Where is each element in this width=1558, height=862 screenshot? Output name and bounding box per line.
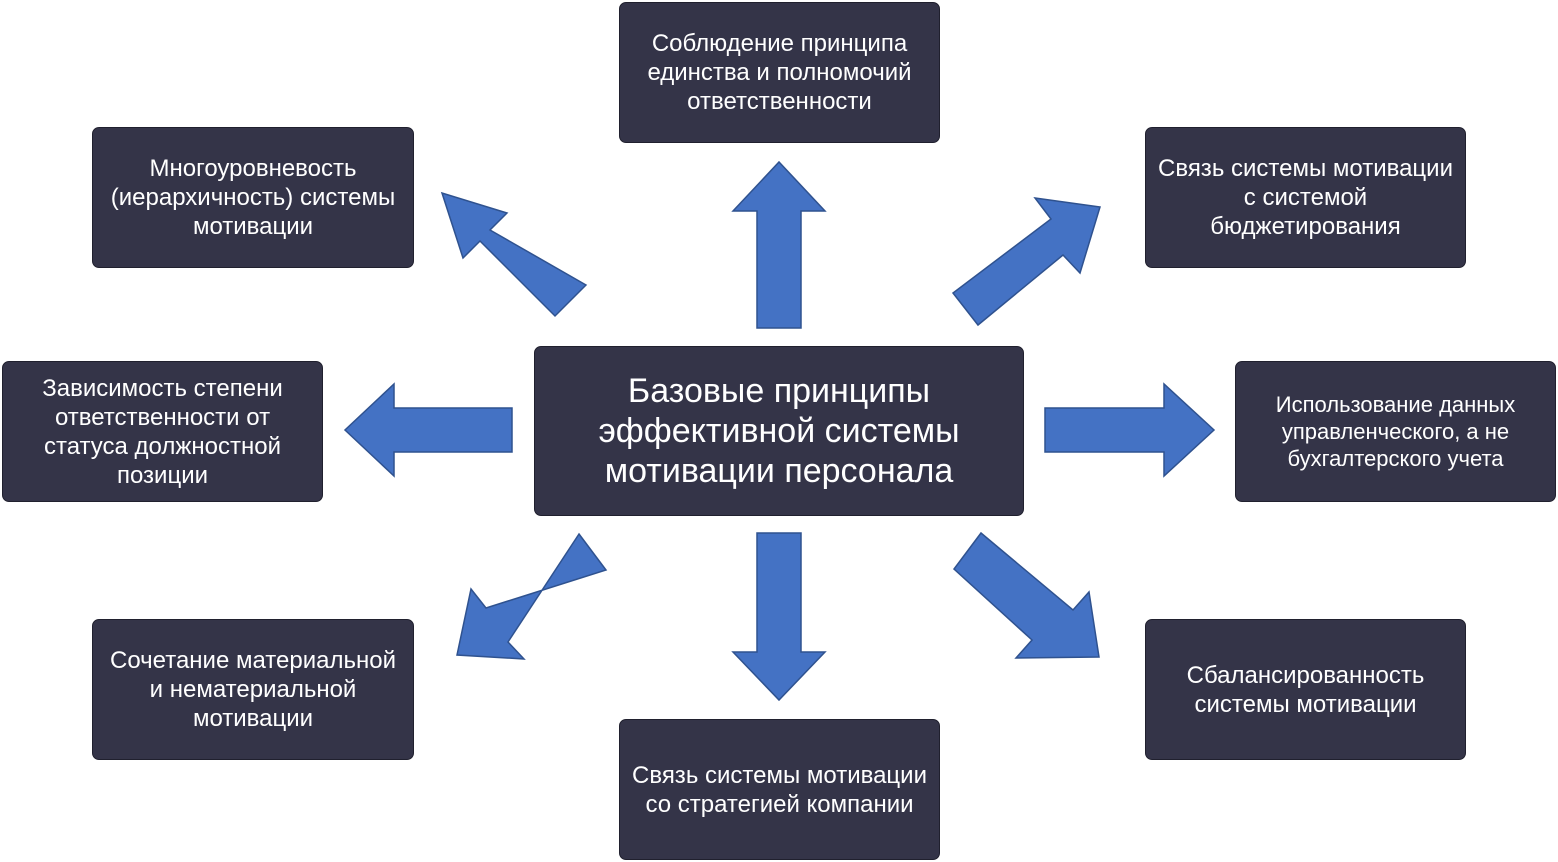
arrow-right: [1044, 382, 1216, 478]
principle-text-bottom: Связь системы мотивации со стратегией ко…: [632, 761, 927, 818]
arrow-left: [343, 382, 513, 478]
central-concept-text: Базовые принципы эффективной системы мот…: [598, 372, 960, 490]
arrow-down: [731, 532, 827, 702]
principle-text-bottom-right: Сбалансированность системы мотивации: [1186, 661, 1425, 718]
central-concept-box: Базовые принципы эффективной системы мот…: [534, 346, 1024, 516]
principle-box-top-right: Связь системы мотивации с системой бюдже…: [1145, 127, 1466, 268]
arrow-up: [731, 160, 827, 329]
arrow-up-right: [951, 197, 1101, 327]
principle-box-bottom-right: Сбалансированность системы мотивации: [1145, 619, 1466, 760]
arrow-down-right: [952, 531, 1100, 659]
principle-box-top-left: Многоуровневость (иерархичность) системы…: [92, 127, 414, 268]
principle-text-left: Зависимость степени ответственности от с…: [42, 374, 283, 489]
arrow-up-left: [440, 191, 588, 318]
principle-text-top: Соблюдение принципа единства и полномочи…: [647, 30, 912, 115]
arrow-down-left: [456, 532, 608, 660]
principle-box-bottom-left: Сочетание материальной и нематериальной …: [92, 619, 414, 760]
principle-text-top-right: Связь системы мотивации с системой бюдже…: [1158, 155, 1453, 240]
principle-box-bottom: Связь системы мотивации со стратегией ко…: [619, 719, 940, 860]
principle-text-right: Использование данных управленческого, а …: [1275, 392, 1516, 471]
principle-text-top-left: Многоуровневость (иерархичность) системы…: [110, 155, 396, 240]
principle-box-right: Использование данных управленческого, а …: [1235, 361, 1556, 502]
principle-box-left: Зависимость степени ответственности от с…: [2, 361, 323, 502]
principle-text-bottom-left: Сочетание материальной и нематериальной …: [110, 647, 396, 732]
principle-box-top: Соблюдение принципа единства и полномочи…: [619, 2, 940, 143]
